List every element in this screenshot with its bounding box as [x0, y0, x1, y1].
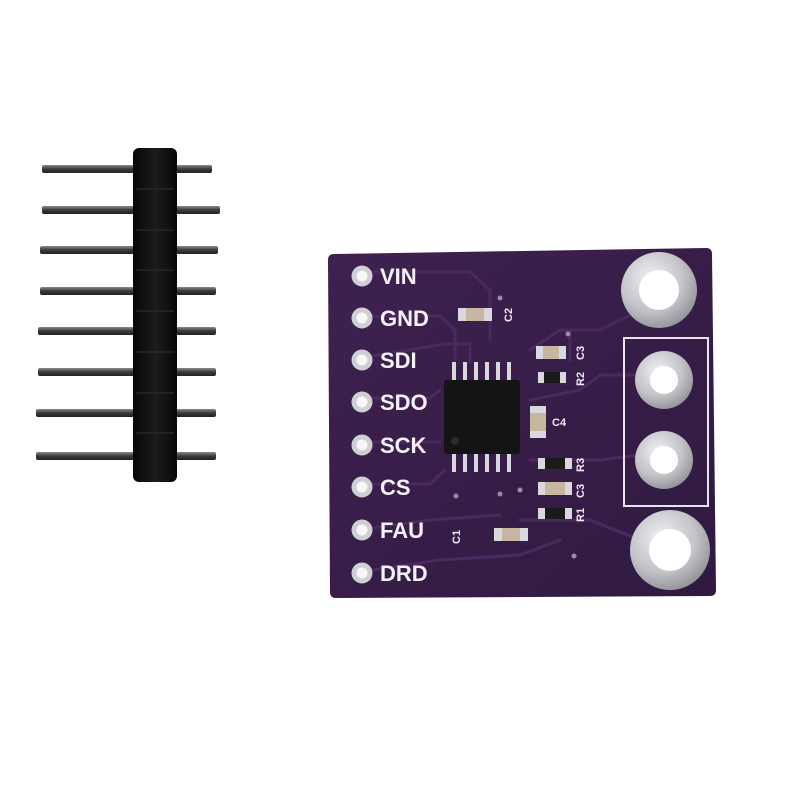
pin-label-fau: FAU [380, 518, 424, 543]
header-segment-lines [136, 188, 174, 434]
pcb-traces [370, 270, 642, 572]
pin-label-group: VIN GND SDI SDO SCK CS FAU DRD [380, 264, 429, 586]
label-r2: R2 [575, 372, 587, 386]
smd-components [458, 308, 572, 541]
breakout-board: VIN GND SDI SDO SCK CS FAU DRD [328, 248, 716, 598]
label-r1: R1 [575, 508, 587, 522]
label-c1: C1 [451, 530, 463, 544]
terminal-pads [621, 252, 710, 590]
capacitor-c3 [538, 482, 572, 495]
label-c5: C3 [575, 346, 587, 360]
component-labels: C2 C3 R2 C4 R3 C3 R1 C1 [451, 308, 587, 544]
resistor-r2 [538, 372, 566, 383]
pin-label-sdo: SDO [380, 390, 428, 415]
pin-header [36, 148, 220, 482]
resistor-r1 [538, 508, 572, 519]
pin-label-drd: DRD [380, 561, 428, 586]
label-c3: C3 [575, 484, 587, 498]
vias [453, 295, 577, 559]
pin-label-vin: VIN [380, 264, 417, 289]
label-c4: C4 [552, 417, 567, 429]
pin-label-gnd: GND [380, 306, 429, 331]
capacitor-c5 [536, 346, 566, 359]
capacitor-c1 [494, 528, 528, 541]
label-c2: C2 [503, 308, 515, 322]
pin-label-sck: SCK [380, 433, 427, 458]
header-plastic-body [133, 148, 177, 482]
pin-holes [351, 265, 373, 584]
pin-label-cs: CS [380, 475, 411, 500]
capacitor-c4 [530, 406, 546, 438]
resistor-r3 [538, 458, 572, 469]
pcb-substrate [328, 248, 716, 598]
pin-label-sdi: SDI [380, 348, 417, 373]
ic-chip [444, 362, 520, 472]
capacitor-c2 [458, 308, 492, 321]
terminal-outline [623, 337, 709, 507]
label-r3: R3 [575, 458, 587, 472]
